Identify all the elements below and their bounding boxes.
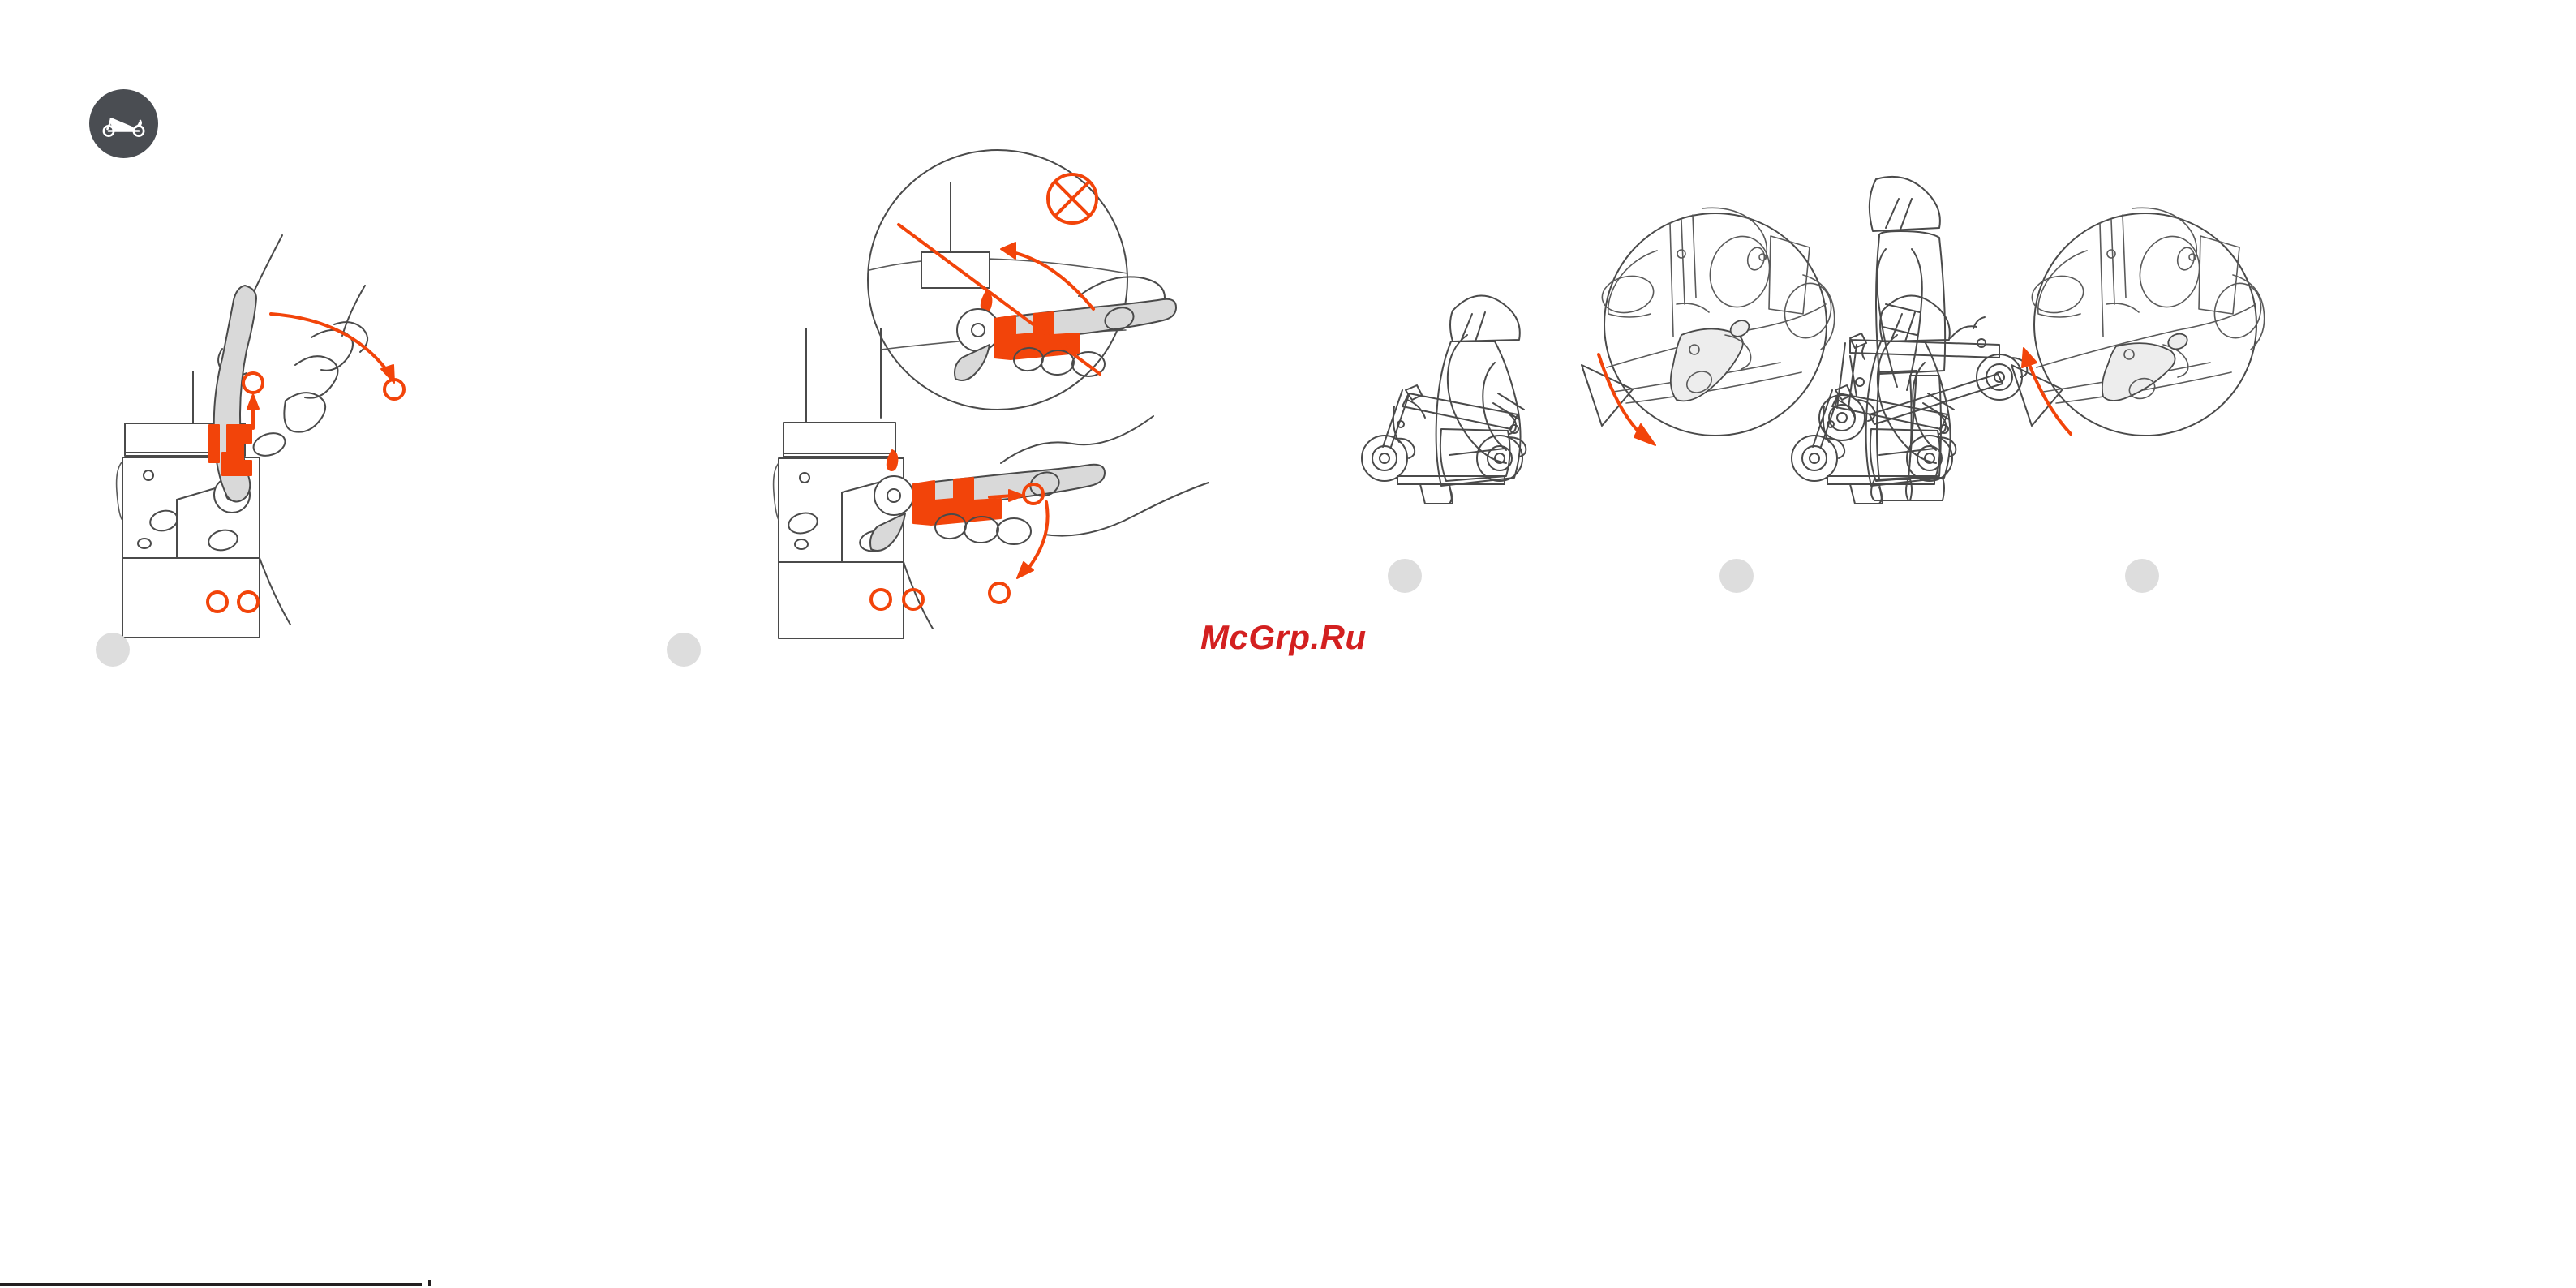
- panel-2-press-latch: [722, 149, 1225, 669]
- panel-2-inset: [867, 149, 1177, 410]
- panel-5-unfold-stem: [1788, 191, 2308, 539]
- panel-4-step-marker: [1719, 559, 1754, 593]
- panel-3-inset: [1581, 207, 1835, 446]
- panel-1-step-marker: [96, 633, 130, 667]
- watermark: McGrp.Ru: [1200, 618, 1367, 656]
- panel-1-release-latch: [97, 234, 438, 665]
- panel-3-fold-stem: [1359, 191, 1870, 539]
- footer-tick: [428, 1280, 431, 1286]
- panel-3-step-marker: [1388, 559, 1422, 593]
- folded-scooter-icon: [102, 117, 144, 137]
- panel-5-inset: [2011, 207, 2265, 436]
- panel-5-step-marker: [2125, 559, 2159, 593]
- panel-5-rider-scooter: [1791, 294, 1957, 504]
- panel-2-step-marker: [667, 633, 701, 667]
- folded-scooter-logo: [89, 89, 158, 158]
- panel-4-carry-scooter: [1797, 174, 2056, 531]
- footer-rule: [0, 1283, 422, 1286]
- panel-3-rider-scooter: [1361, 294, 1527, 504]
